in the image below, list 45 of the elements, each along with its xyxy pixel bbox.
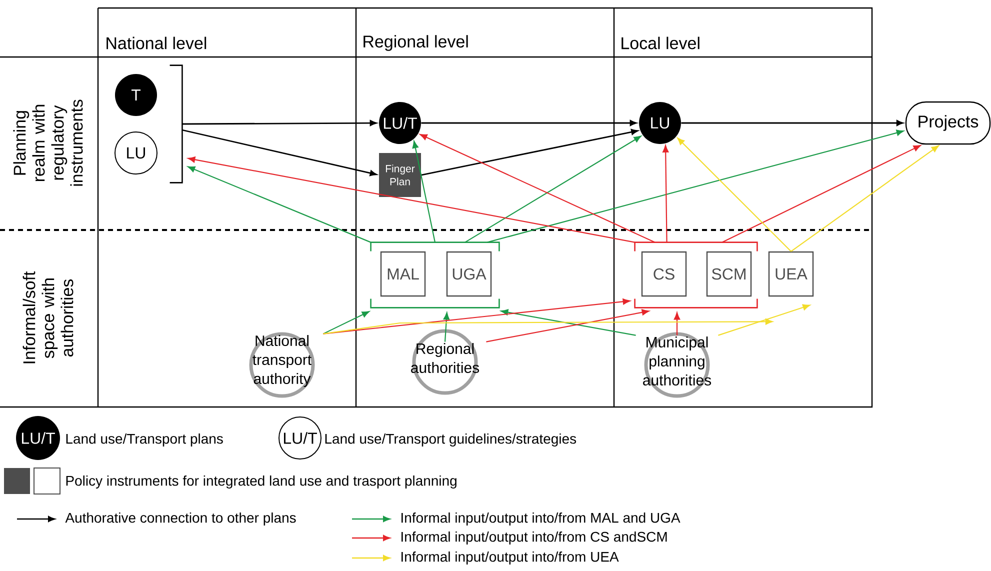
arrow: [722, 145, 921, 243]
legend-text: Land use/Transport guidelines/strategies: [325, 433, 576, 447]
arrow: [412, 140, 436, 242]
legend-text: Authorative connection to other plans: [65, 512, 296, 526]
instrument-box: UEA: [768, 251, 814, 297]
arrow: [421, 120, 637, 126]
instrument-box: CS: [641, 251, 687, 297]
arrow: [188, 166, 372, 243]
legend-text: Land use/Transport plans: [66, 433, 223, 447]
arrow: [718, 304, 810, 336]
projects-box: Projects: [905, 101, 991, 145]
instrument-box: SCM: [706, 251, 752, 297]
column-heading: Local level: [622, 36, 700, 50]
row-heading: Informal/soft space with authorities: [22, 271, 74, 364]
bracket: [370, 242, 500, 308]
arrow: [443, 312, 450, 342]
legend-text: Informal input/output into/from UEA: [402, 551, 619, 565]
bracket: [170, 64, 183, 184]
arrow: [421, 129, 638, 176]
arrow: [322, 311, 370, 334]
arrow: [790, 145, 939, 252]
arrow: [487, 130, 904, 243]
row-heading: Planning realm with regulatory instruments: [13, 100, 83, 186]
arrow: [662, 145, 669, 242]
column-heading: Regional level: [364, 35, 468, 51]
arrow: [188, 156, 635, 243]
arrow: [182, 129, 377, 176]
legend-text: Informal input/output into/from MAL and UGA: [402, 512, 680, 526]
legend-text: Informal input/output into/from CS andSCM: [402, 531, 667, 545]
arrow: [677, 138, 792, 252]
column-heading: National level: [106, 36, 206, 50]
legend-text: Policy instruments for integrated land use and trasport planning: [66, 475, 456, 489]
arrow: [681, 120, 904, 126]
bracket: [634, 242, 758, 308]
arrow: [464, 136, 642, 243]
arrow: [486, 309, 650, 342]
arrow: [323, 298, 630, 334]
arrow: [674, 312, 680, 336]
arrow: [182, 120, 377, 126]
arrow: [323, 318, 773, 334]
instrument-box: UGA: [446, 251, 492, 297]
instrument-box: MAL: [380, 251, 426, 297]
arrow: [500, 309, 636, 336]
arrow: [420, 134, 656, 243]
instrument-box: Finger Plan: [379, 153, 421, 197]
